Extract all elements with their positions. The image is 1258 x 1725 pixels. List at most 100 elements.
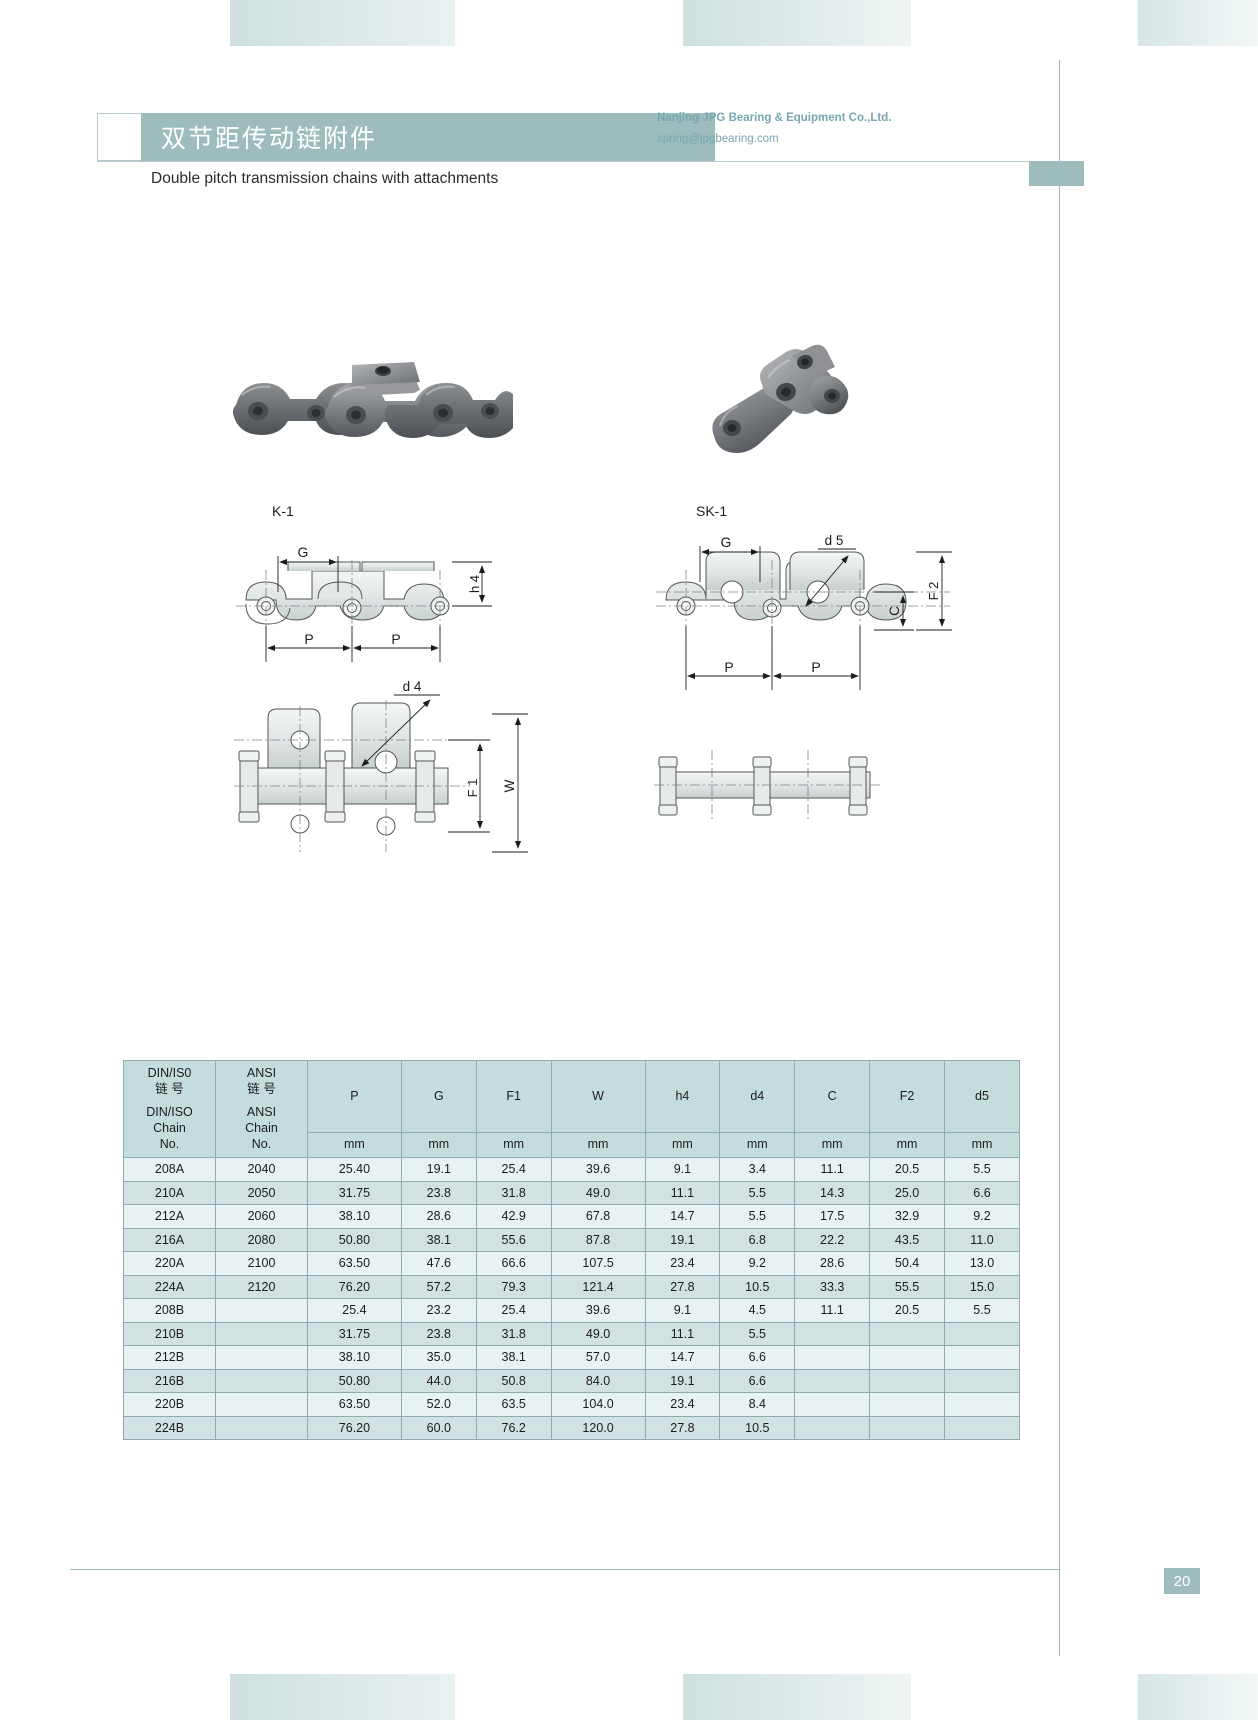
cell-p: 50.80 bbox=[307, 1368, 402, 1394]
cell-h4: 14.7 bbox=[644, 1204, 721, 1229]
cell-c: 11.1 bbox=[794, 1157, 871, 1182]
cell-d4: 8.4 bbox=[719, 1392, 796, 1417]
ansi-line-3: ANSI bbox=[246, 1105, 277, 1120]
th-symbol-f1: F1 bbox=[475, 1059, 552, 1134]
unit-p: mm bbox=[307, 1132, 402, 1159]
din-line-2: 链 号 bbox=[155, 1081, 184, 1096]
unit-d5: mm bbox=[944, 1132, 1020, 1159]
cell-g: 23.2 bbox=[400, 1298, 477, 1323]
cell-g: 38.1 bbox=[400, 1227, 477, 1253]
page-title-chinese: 双节距传动链附件 bbox=[161, 124, 378, 153]
cell-h4: 23.4 bbox=[644, 1392, 721, 1417]
th-symbol-f2: F2 bbox=[869, 1059, 945, 1134]
th-symbol-c: C bbox=[794, 1059, 871, 1134]
cell-f2: 55.5 bbox=[869, 1274, 945, 1300]
cell-w: 84.0 bbox=[550, 1368, 646, 1394]
cell-g: 44.0 bbox=[400, 1368, 477, 1394]
unit-h4: mm bbox=[644, 1132, 721, 1159]
cell-d4: 10.5 bbox=[719, 1274, 796, 1300]
unit-d4: mm bbox=[719, 1132, 796, 1159]
cell-c: 22.2 bbox=[794, 1227, 871, 1253]
cell-h4: 27.8 bbox=[644, 1274, 721, 1300]
cell-d4: 4.5 bbox=[719, 1298, 796, 1323]
ansi-line-1: ANSI bbox=[246, 1066, 277, 1080]
cell-d5: 9.2 bbox=[944, 1204, 1020, 1229]
cell-c bbox=[794, 1415, 871, 1441]
cell-w: 57.0 bbox=[550, 1345, 646, 1370]
cell-f2 bbox=[869, 1368, 945, 1394]
cell-f2: 43.5 bbox=[869, 1227, 945, 1253]
cell-h4: 9.1 bbox=[644, 1157, 721, 1182]
th-din-chain-no: DIN/IS0 链 号 DIN/ISO Chain No. bbox=[123, 1059, 216, 1159]
cell-din-chain-no: 212B bbox=[123, 1345, 216, 1370]
cell-c: 11.1 bbox=[794, 1298, 871, 1323]
cell-d5: 15.0 bbox=[944, 1274, 1020, 1300]
cell-d5 bbox=[944, 1415, 1020, 1441]
cell-w: 87.8 bbox=[550, 1227, 646, 1253]
cell-w: 104.0 bbox=[550, 1392, 646, 1417]
th-symbol-d5: d5 bbox=[944, 1059, 1020, 1134]
cell-c bbox=[794, 1345, 871, 1370]
company-info: Nanjing JPG Bearing & Equipment Co.,Ltd.… bbox=[657, 112, 1057, 145]
cell-d4: 6.6 bbox=[719, 1345, 796, 1370]
th-ansi-chain-no: ANSI 链 号 ANSI Chain No. bbox=[215, 1059, 308, 1159]
page-number-badge: 20 bbox=[1164, 1568, 1200, 1594]
cell-p: 63.50 bbox=[307, 1392, 402, 1417]
cell-h4: 11.1 bbox=[644, 1321, 721, 1347]
cell-f2: 20.5 bbox=[869, 1157, 945, 1182]
cell-h4: 27.8 bbox=[644, 1415, 721, 1441]
cell-p: 31.75 bbox=[307, 1321, 402, 1347]
cell-f1: 76.2 bbox=[475, 1415, 552, 1441]
cell-h4: 14.7 bbox=[644, 1345, 721, 1370]
cell-d5 bbox=[944, 1392, 1020, 1417]
cell-w: 49.0 bbox=[550, 1321, 646, 1347]
din-line-5: No. bbox=[159, 1136, 180, 1151]
cell-d4: 5.5 bbox=[719, 1180, 796, 1206]
cell-ansi-chain-no: 2060 bbox=[215, 1204, 308, 1229]
th-symbol-d4: d4 bbox=[719, 1059, 796, 1134]
cell-d5 bbox=[944, 1321, 1020, 1347]
ansi-line-5: No. bbox=[251, 1136, 272, 1151]
cell-ansi-chain-no bbox=[215, 1368, 308, 1394]
cell-c bbox=[794, 1321, 871, 1347]
frame-bottom-rule bbox=[70, 1569, 1060, 1570]
cell-d5: 11.0 bbox=[944, 1227, 1020, 1253]
cell-d4: 5.5 bbox=[719, 1321, 796, 1347]
page-title-english: Double pitch transmission chains with at… bbox=[151, 169, 499, 187]
cell-f1: 66.6 bbox=[475, 1251, 552, 1276]
cell-w: 67.8 bbox=[550, 1204, 646, 1229]
din-line-4: Chain bbox=[153, 1120, 186, 1135]
cell-f2 bbox=[869, 1392, 945, 1417]
cell-ansi-chain-no: 2050 bbox=[215, 1180, 308, 1206]
cell-din-chain-no: 224B bbox=[123, 1415, 216, 1441]
cell-c: 33.3 bbox=[794, 1274, 871, 1300]
cell-f2: 20.5 bbox=[869, 1298, 945, 1323]
cell-din-chain-no: 208A bbox=[123, 1157, 216, 1182]
cell-d4: 9.2 bbox=[719, 1251, 796, 1276]
cell-h4: 19.1 bbox=[644, 1368, 721, 1394]
cell-f1: 63.5 bbox=[475, 1392, 552, 1417]
page-frame bbox=[70, 60, 1258, 1656]
cell-c: 17.5 bbox=[794, 1204, 871, 1229]
company-email: spring@jpgbearing.com bbox=[657, 132, 779, 145]
page-header: 双节距传动链附件 Double pitch transmission chain… bbox=[97, 112, 1084, 193]
cell-f1: 25.4 bbox=[475, 1157, 552, 1182]
unit-c: mm bbox=[794, 1132, 871, 1159]
photo-sk1-chain bbox=[700, 340, 865, 460]
cell-f2 bbox=[869, 1415, 945, 1441]
unit-w: mm bbox=[550, 1132, 646, 1159]
cell-f1: 79.3 bbox=[475, 1274, 552, 1300]
cell-p: 76.20 bbox=[307, 1274, 402, 1300]
cell-c: 28.6 bbox=[794, 1251, 871, 1276]
cell-w: 39.6 bbox=[550, 1157, 646, 1182]
cell-h4: 11.1 bbox=[644, 1180, 721, 1206]
cell-p: 76.20 bbox=[307, 1415, 402, 1441]
cell-d5: 13.0 bbox=[944, 1251, 1020, 1276]
cell-w: 121.4 bbox=[550, 1274, 646, 1300]
cell-ansi-chain-no: 2120 bbox=[215, 1274, 308, 1300]
